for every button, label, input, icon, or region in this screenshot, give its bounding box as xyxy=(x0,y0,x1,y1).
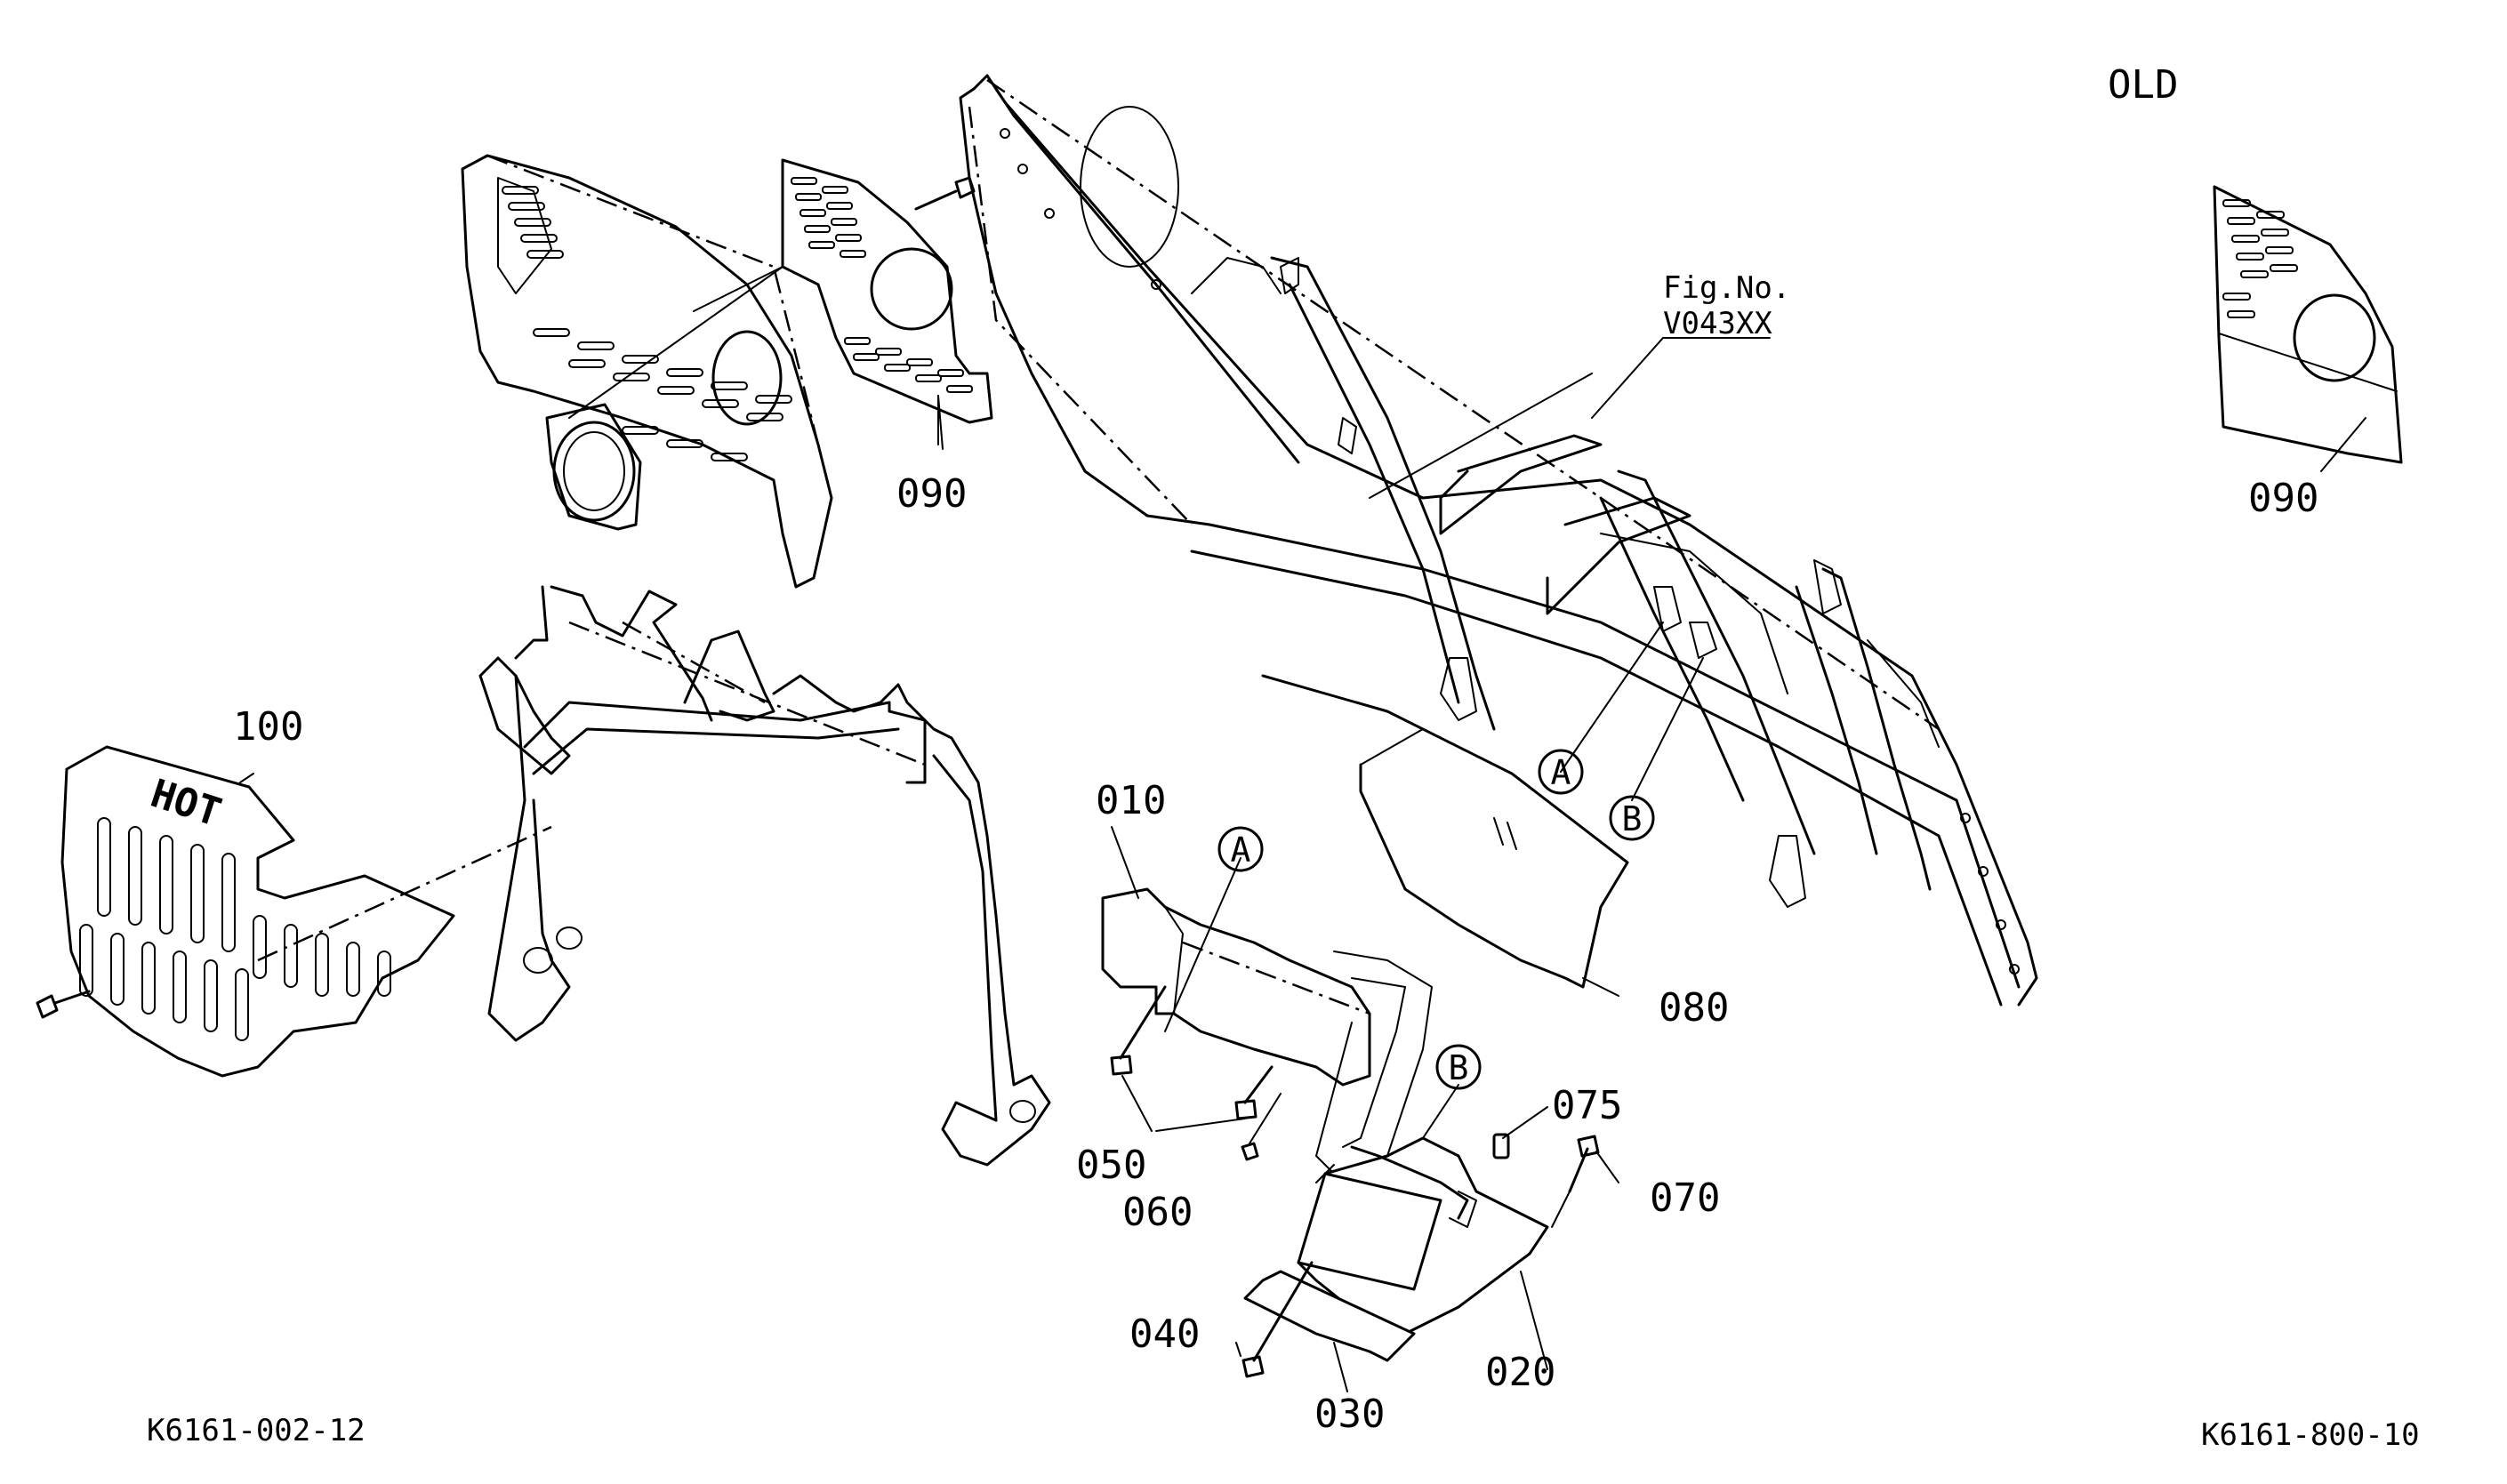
radiator-shroud xyxy=(461,154,833,589)
callout-090-old: 090 xyxy=(2248,476,2318,521)
marker-a-part: A xyxy=(1217,826,1264,872)
callout-050: 050 xyxy=(1076,1143,1146,1188)
drawing-number-right: K6161-800-10 xyxy=(2201,1417,2420,1453)
figure-ref-label: Fig.No. xyxy=(1663,270,1790,306)
bolt-070 xyxy=(1551,1135,1600,1228)
callout-080: 080 xyxy=(1659,985,1729,1031)
drawing-number-left: K6161-002-12 xyxy=(147,1413,366,1448)
callout-030: 030 xyxy=(1314,1392,1385,1437)
callout-090: 090 xyxy=(896,471,967,517)
bolt-icon xyxy=(914,176,976,211)
bolt-icon xyxy=(1234,1065,1274,1120)
heat-shield-100: HOT xyxy=(36,745,552,1078)
bolt-icon xyxy=(1241,1261,1314,1378)
callout-070: 070 xyxy=(1650,1175,1720,1221)
svg-text:A: A xyxy=(1231,830,1251,870)
bracket-020 xyxy=(1297,1136,1549,1336)
bolt-icon xyxy=(1110,985,1167,1076)
svg-text:A: A xyxy=(1551,753,1571,792)
grille-slots xyxy=(791,177,973,393)
callout-040: 040 xyxy=(1129,1312,1200,1357)
callout-010: 010 xyxy=(1096,778,1166,823)
svg-text:B: B xyxy=(1449,1048,1469,1087)
plate-030 xyxy=(1243,1270,1416,1362)
baffle-plate-080 xyxy=(1261,674,1629,989)
old-grille-slots xyxy=(2222,199,2298,318)
bracket-outline xyxy=(1315,951,1433,1175)
shroud-slots xyxy=(502,186,792,461)
bolt-040 xyxy=(1241,1261,1314,1378)
leader-lines xyxy=(239,337,2366,1392)
marker-b-frame: B xyxy=(1609,795,1655,841)
shield-slots xyxy=(79,817,391,1041)
marker-a-frame: A xyxy=(1538,749,1584,795)
bolts-050 xyxy=(1110,985,1274,1132)
support-stay xyxy=(478,585,1051,1167)
bracket-010 xyxy=(1101,887,1371,1087)
callout-100: 100 xyxy=(233,704,303,750)
grille-panel-090-old xyxy=(2213,185,2403,464)
callout-020: 020 xyxy=(1485,1350,1555,1395)
variant-label: OLD xyxy=(2108,62,2178,108)
spacer-075 xyxy=(1492,1133,1510,1159)
radiator-frame xyxy=(959,74,2038,1007)
fan-ring xyxy=(545,403,642,531)
bolt-icon xyxy=(36,990,91,1019)
figure-ref-code: V043XX xyxy=(1663,306,1772,341)
grille-panel-090 xyxy=(693,158,993,445)
svg-text:B: B xyxy=(1622,799,1643,838)
callout-060: 060 xyxy=(1122,1190,1193,1235)
bolt-icon xyxy=(1568,1135,1600,1193)
nut-060 xyxy=(1241,1093,1282,1161)
marker-b-part: B xyxy=(1435,1044,1482,1090)
callout-075: 075 xyxy=(1552,1083,1622,1128)
